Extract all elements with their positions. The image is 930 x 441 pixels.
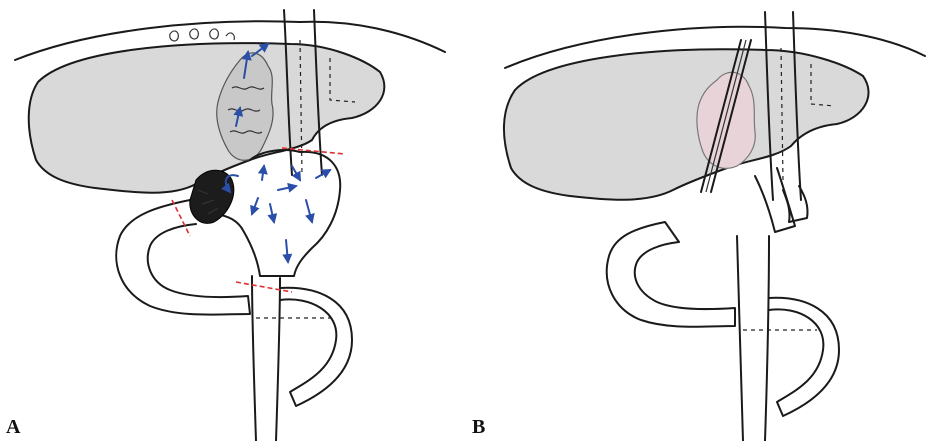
panel-label-b: B [472,416,485,439]
bowel-descending-right [765,236,769,441]
bowel-loop-right [769,298,839,416]
liver [29,43,385,193]
cut-line-left [172,200,190,236]
liver [504,49,869,200]
bowel-descending-left [737,236,743,441]
panel-a-illustration [0,0,465,441]
duodenum-stump [783,186,808,222]
bowel-loops-top [170,29,235,41]
duodenum-loop [607,222,735,327]
bowel-loop-right [280,288,352,406]
bowel-descending-left [252,276,256,441]
panel-b-illustration [465,0,930,441]
panel-label-a: A [6,416,20,439]
bowel-descending-right [276,278,280,441]
